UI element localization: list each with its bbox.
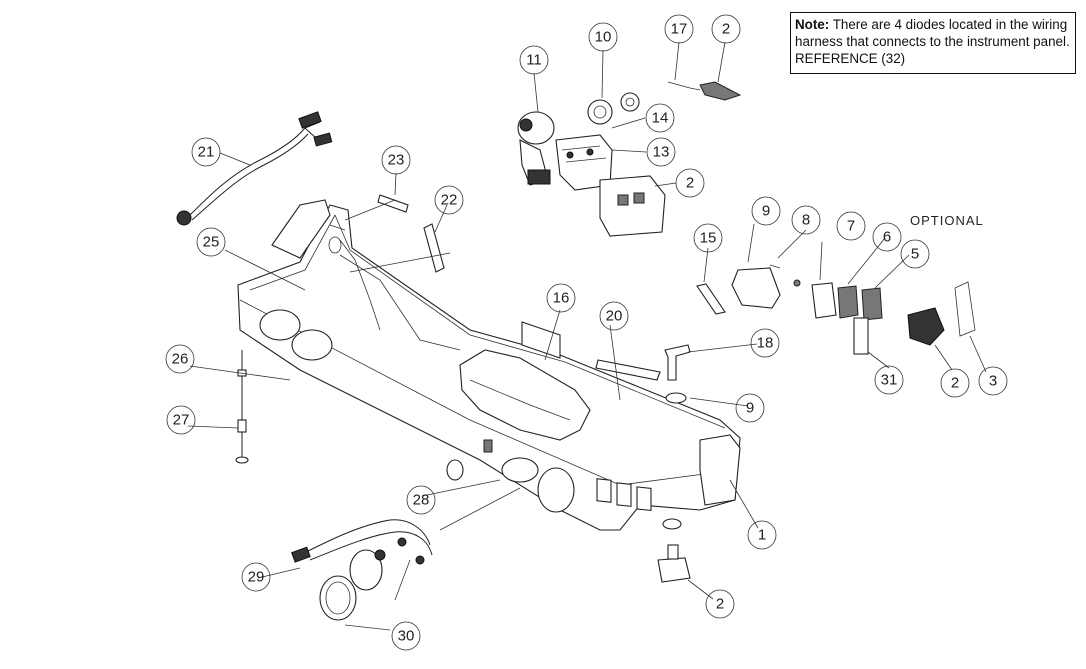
svg-text:31: 31	[881, 372, 898, 389]
callout-6: 6	[872, 222, 902, 252]
svg-text:2: 2	[716, 596, 724, 613]
switch-group	[696, 264, 976, 355]
bracket-parts	[377, 194, 661, 381]
svg-text:29: 29	[248, 569, 265, 586]
svg-text:9: 9	[762, 203, 770, 220]
svg-text:7: 7	[847, 218, 855, 235]
callout-13: 13	[646, 137, 676, 167]
callout-2-top: 2	[711, 14, 741, 44]
knob-2	[657, 518, 691, 583]
callout-29: 29	[241, 562, 271, 592]
callout-bubbles: 11 10 17 2 14 13 2 21 23 22 25 16 20 15 …	[165, 14, 1008, 651]
svg-text:1: 1	[758, 527, 766, 544]
svg-text:3: 3	[989, 373, 997, 390]
callout-18: 18	[750, 328, 780, 358]
callout-2-right: 2	[940, 368, 970, 398]
svg-text:10: 10	[595, 29, 612, 46]
callout-14: 14	[645, 103, 675, 133]
note-text: There are 4 diodes located in the wiring…	[795, 17, 1070, 49]
svg-text:2: 2	[686, 175, 694, 192]
optional-label: OPTIONAL	[910, 213, 984, 228]
callout-8: 8	[791, 205, 821, 235]
callout-20: 20	[599, 301, 629, 331]
callout-9-upper: 9	[751, 196, 781, 226]
callout-11: 16	[546, 283, 576, 313]
callout-3: 3	[978, 366, 1008, 396]
svg-text:14: 14	[652, 110, 669, 127]
svg-text:20: 20	[606, 308, 623, 325]
note-box: Note: There are 4 diodes located in the …	[790, 12, 1076, 74]
svg-text:21: 21	[198, 144, 215, 161]
callout-25: 25	[196, 227, 226, 257]
callout-15: 17	[664, 14, 694, 44]
svg-text:16: 16	[553, 290, 570, 307]
bracket-18	[664, 344, 691, 404]
callout-16: 10	[588, 22, 618, 52]
callout-27: 27	[166, 405, 196, 435]
svg-text:9: 9	[746, 400, 754, 417]
callout-22: 22	[434, 185, 464, 215]
svg-text:11: 11	[526, 52, 542, 69]
svg-text:15: 15	[700, 230, 717, 247]
callout-21: 21	[191, 137, 221, 167]
ignition-assembly	[517, 81, 742, 237]
svg-text:23: 23	[388, 152, 405, 169]
svg-text:8: 8	[802, 212, 810, 229]
bolt-26-27	[235, 350, 249, 464]
callout-26: 26	[165, 344, 195, 374]
svg-text:5: 5	[911, 246, 919, 263]
svg-text:2: 2	[722, 21, 730, 38]
callout-7: 7	[836, 211, 866, 241]
plug-28	[446, 439, 493, 481]
callout-23: 23	[381, 145, 411, 175]
svg-text:28: 28	[413, 492, 430, 509]
callout-31: 31	[874, 365, 904, 395]
leader-lines	[187, 41, 987, 631]
callout-17: 11	[519, 45, 549, 75]
note-label: Note:	[795, 17, 830, 32]
svg-text:22: 22	[441, 192, 458, 209]
svg-text:30: 30	[398, 628, 415, 645]
svg-text:13: 13	[653, 144, 670, 161]
callout-28: 28	[406, 485, 436, 515]
harness-29-lamp-30	[291, 519, 433, 621]
svg-text:27: 27	[173, 412, 190, 429]
callout-10: 15	[693, 223, 723, 253]
svg-text:25: 25	[203, 234, 220, 251]
callout-5: 5	[900, 239, 930, 269]
callout-30: 30	[391, 621, 421, 651]
svg-text:2: 2	[951, 375, 959, 392]
callout-9-lower: 9	[735, 393, 765, 423]
svg-text:17: 17	[671, 21, 688, 38]
callout-2-bottom: 2	[705, 589, 735, 619]
note-reference: REFERENCE (32)	[795, 51, 906, 66]
wiring-harness-21	[176, 111, 333, 226]
callout-2-block: 2	[675, 168, 705, 198]
svg-text:6: 6	[883, 229, 891, 246]
svg-text:26: 26	[172, 351, 189, 368]
dash-panel-body	[237, 199, 741, 531]
callout-1: 1	[747, 520, 777, 550]
svg-text:18: 18	[757, 335, 774, 352]
